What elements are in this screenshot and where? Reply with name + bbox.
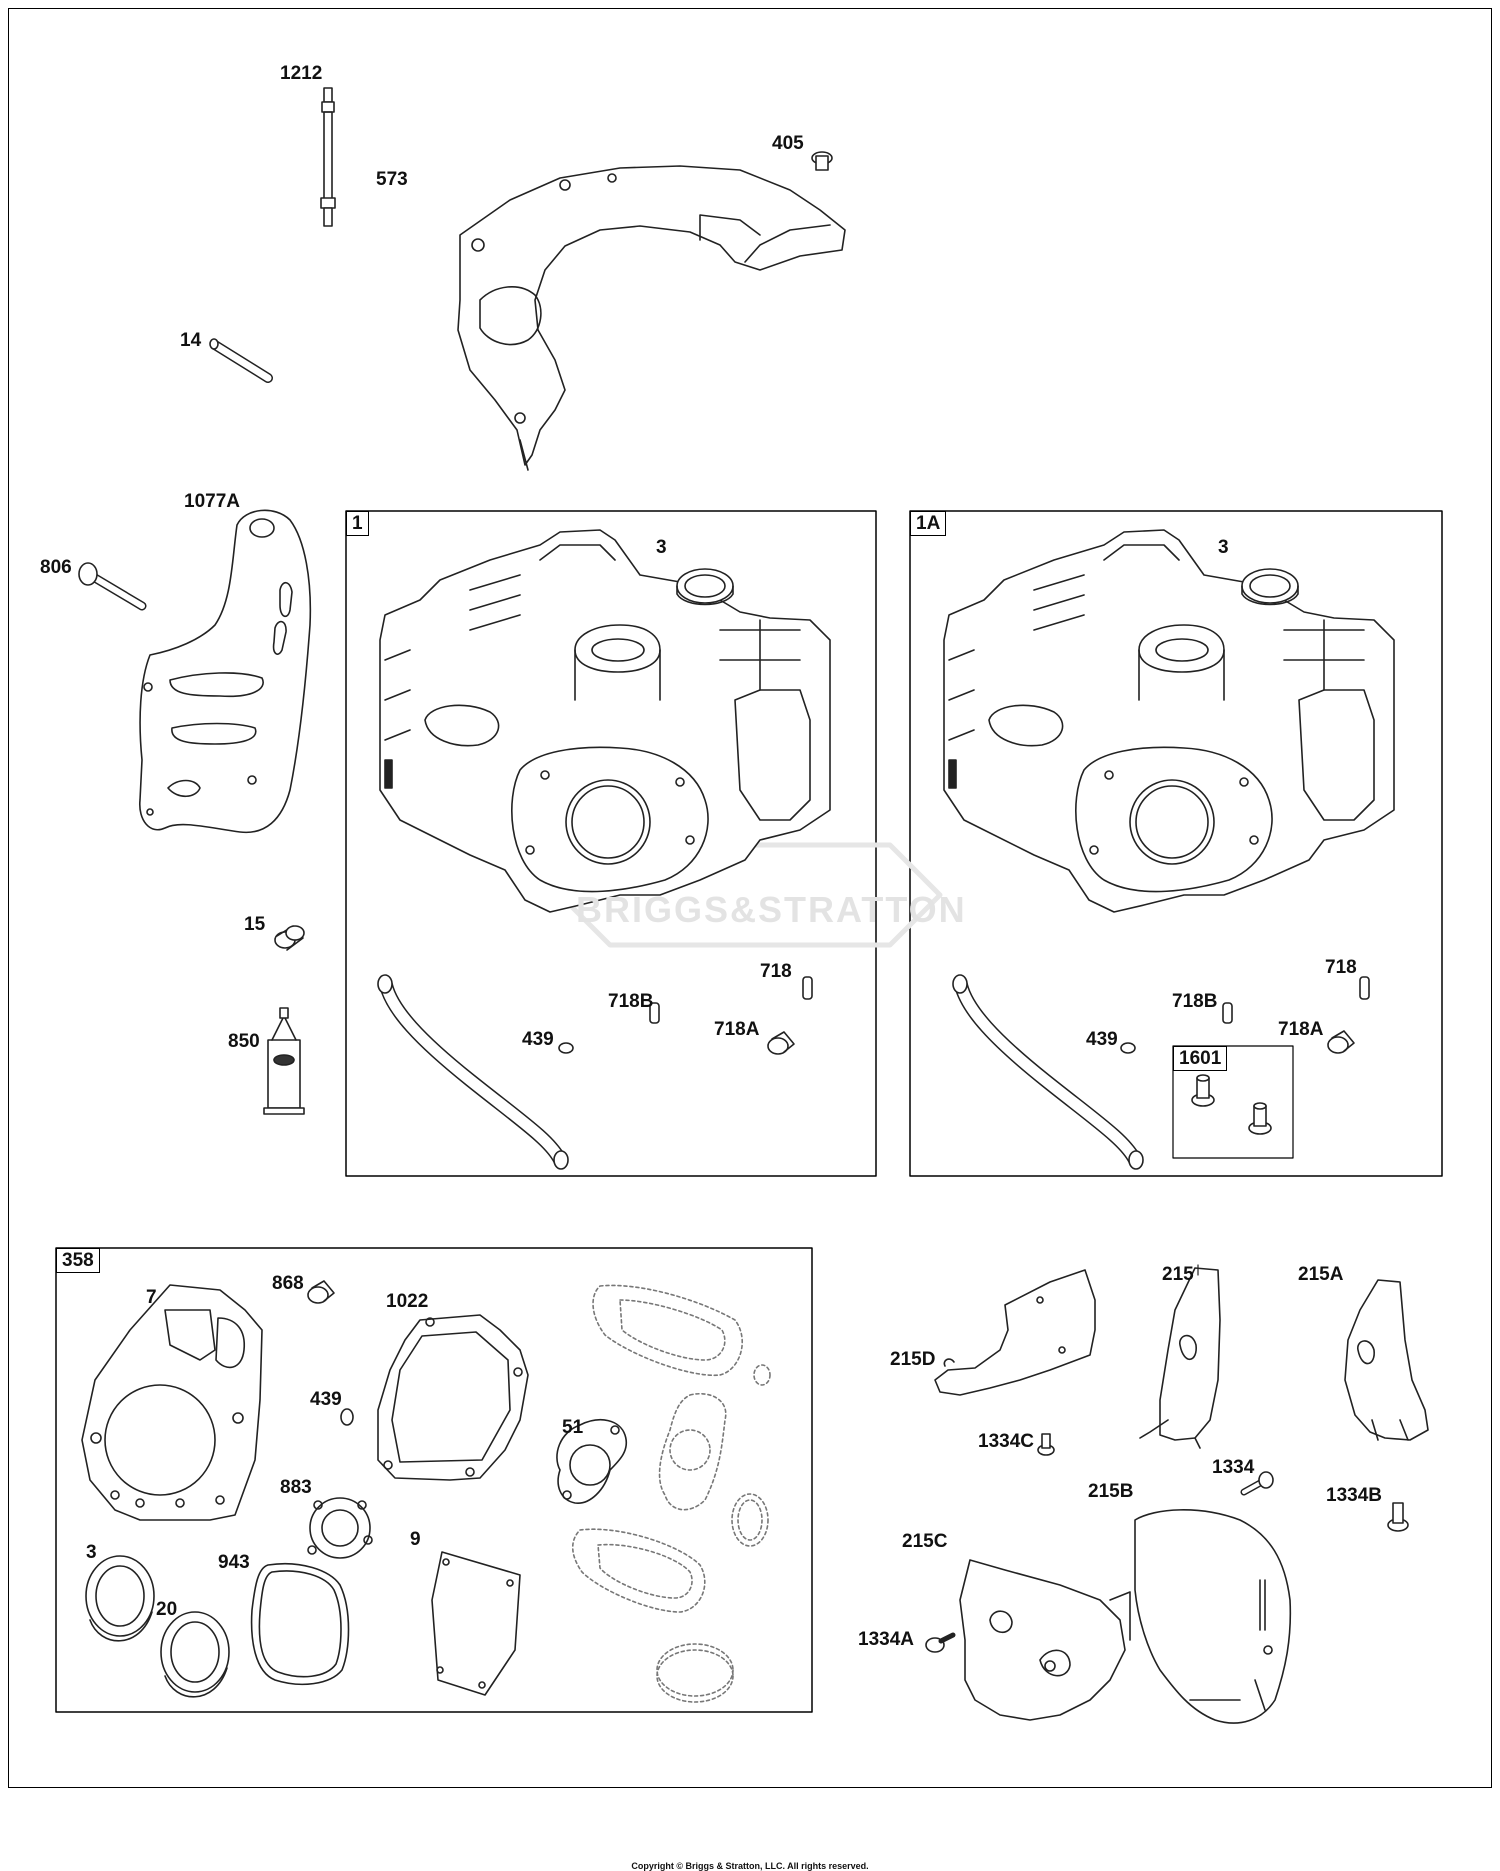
stud-573	[320, 87, 336, 227]
label-1212: 1212	[280, 63, 323, 84]
box-label-1601: 1601	[1173, 1046, 1228, 1071]
shroud-215c	[959, 1559, 1131, 1721]
bolt-1334a	[925, 1632, 956, 1653]
bushing-718a-box1	[767, 1031, 795, 1055]
kit-box-358	[55, 1247, 813, 1713]
shroud-215b	[1134, 1509, 1292, 1724]
oring-943	[250, 1562, 350, 1686]
label-1334b: 1334B	[1326, 1485, 1382, 1506]
label-868: 868	[272, 1273, 304, 1294]
label-1077a: 1077A	[184, 491, 240, 512]
label-439-box1: 439	[522, 1029, 554, 1050]
label-215b: 215B	[1088, 1481, 1134, 1502]
label-215a: 215A	[1298, 1264, 1344, 1285]
label-883: 883	[280, 1477, 312, 1498]
label-806: 806	[40, 557, 72, 578]
crankcase-1	[379, 529, 831, 913]
label-20: 20	[156, 1599, 178, 1620]
label-51: 51	[562, 1417, 584, 1438]
dowel-718b-box1a	[1222, 1002, 1233, 1024]
oring-943-inner	[258, 1570, 342, 1678]
label-215: 215	[1162, 1264, 1194, 1285]
oil-seal-3-box1a	[1241, 568, 1299, 606]
bolt-1601-b	[1248, 1102, 1272, 1135]
label-1334: 1334	[1212, 1457, 1255, 1478]
diagram-frame	[8, 8, 1492, 1788]
label-718b-box1: 718B	[608, 991, 654, 1012]
label-439-box1a: 439	[1086, 1029, 1118, 1050]
dowel-718-box1a	[1359, 976, 1370, 1000]
box-label-1: 1	[346, 511, 369, 536]
shroud-215d	[934, 1269, 1096, 1396]
label-9: 9	[410, 1529, 421, 1550]
box-label-1a: 1A	[910, 511, 947, 536]
box-label-358: 358	[56, 1248, 100, 1273]
bushing-868	[307, 1280, 335, 1304]
dowel-718b-box1	[649, 1002, 660, 1024]
bolt-1601-a	[1191, 1074, 1215, 1107]
bolt-1334	[1240, 1471, 1274, 1496]
oil-seal-3-box1	[676, 568, 734, 606]
gasket-51	[556, 1419, 628, 1504]
bracket-1077a	[139, 509, 312, 834]
shroud-215	[1139, 1267, 1221, 1449]
bushing-15	[274, 925, 305, 951]
label-1334a: 1334A	[858, 1629, 914, 1650]
label-718a-box1: 718A	[714, 1019, 760, 1040]
gasket-883	[307, 1497, 373, 1559]
watermark: BRIGGS&STRATTON	[576, 889, 967, 930]
label-573: 573	[376, 169, 408, 190]
head-gasket-7	[81, 1284, 263, 1521]
bolt-1334b	[1387, 1502, 1409, 1532]
label-3-box1a: 3	[1218, 537, 1229, 558]
label-439-kit: 439	[310, 1389, 342, 1410]
label-15: 15	[244, 914, 266, 935]
oil-seal-20	[160, 1611, 230, 1698]
gasket-1022	[377, 1314, 529, 1481]
dashed-items	[571, 1284, 771, 1703]
label-7: 7	[146, 1287, 157, 1308]
copyright: Copyright © Briggs & Stratton, LLC. All …	[631, 1861, 869, 1871]
label-718b-box1a: 718B	[1172, 991, 1218, 1012]
label-943: 943	[218, 1552, 250, 1573]
label-718-box1: 718	[760, 961, 792, 982]
oil-seal-3-kit	[85, 1555, 155, 1642]
kit-box-1601	[1172, 1045, 1294, 1159]
oring-439-box1a	[1120, 1042, 1136, 1054]
label-215d: 215D	[890, 1349, 936, 1370]
pin-14	[209, 338, 273, 383]
dipstick-tube-box1	[377, 974, 569, 1170]
label-718-box1a: 718	[1325, 957, 1357, 978]
label-14: 14	[180, 330, 202, 351]
label-718a-box1a: 718A	[1278, 1019, 1324, 1040]
sealant-tube-850	[263, 1007, 305, 1115]
label-3-box1: 3	[656, 537, 667, 558]
shroud-215a	[1344, 1279, 1429, 1441]
kit-box-1a	[909, 510, 1443, 1177]
oring-439-box1	[558, 1042, 574, 1054]
bolt-806	[78, 562, 147, 611]
bolt-1334c	[1037, 1433, 1055, 1456]
gasket-9	[431, 1551, 521, 1696]
bolt-405	[811, 151, 833, 171]
label-1022: 1022	[386, 1291, 429, 1312]
label-850: 850	[228, 1031, 260, 1052]
bushing-718a-box1a	[1327, 1030, 1355, 1054]
label-1334c: 1334C	[978, 1431, 1034, 1452]
label-215c: 215C	[902, 1531, 948, 1552]
label-405: 405	[772, 133, 804, 154]
dipstick-tube-box1a	[952, 974, 1144, 1170]
oring-439-kit	[340, 1408, 354, 1426]
label-3-kit: 3	[86, 1542, 97, 1563]
crankcase-1a	[943, 529, 1395, 913]
dowel-718-box1	[802, 976, 813, 1000]
blower-housing-573	[457, 165, 846, 471]
